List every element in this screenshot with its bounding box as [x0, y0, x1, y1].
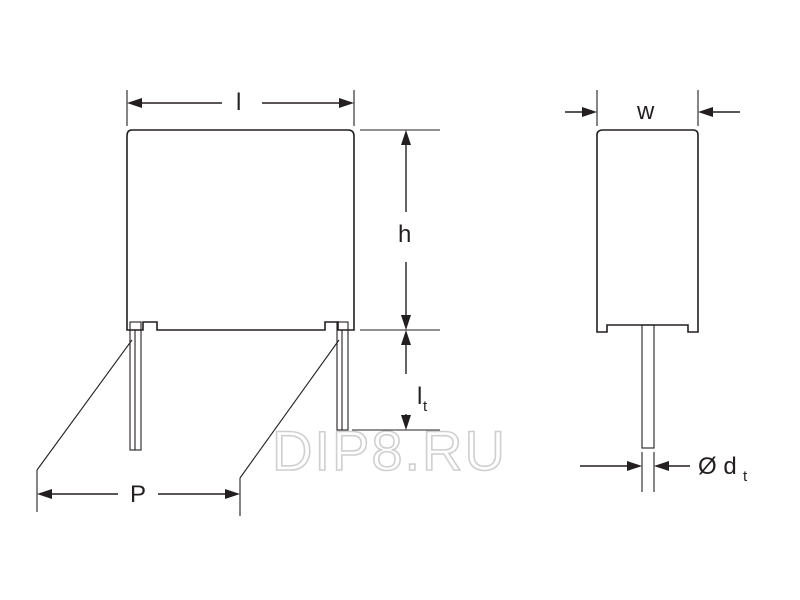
label-height: h	[398, 221, 411, 248]
label-lead-diameter-subscript: t	[743, 468, 748, 485]
dimension-width: w	[565, 90, 740, 126]
dimension-pitch: P	[36, 339, 340, 516]
label-lead-length-subscript: t	[423, 398, 428, 415]
label-pitch: P	[130, 481, 146, 508]
dimension-lead-length: l t	[352, 330, 440, 431]
side-view	[596, 129, 699, 449]
lead-side	[641, 324, 655, 449]
label-length: l	[236, 89, 241, 116]
dimension-length: l	[126, 89, 355, 126]
dimension-height: h	[360, 129, 440, 331]
label-lead-length: l	[417, 383, 422, 410]
capacitor-body-side	[596, 129, 699, 333]
capacitor-body-front	[126, 129, 355, 331]
label-lead-diameter: Ø d	[698, 453, 737, 480]
front-view	[126, 129, 355, 451]
watermark: DIP8.RU	[272, 419, 507, 482]
label-width: w	[636, 98, 655, 125]
dimension-lead-diameter: Ø d t	[580, 452, 748, 492]
